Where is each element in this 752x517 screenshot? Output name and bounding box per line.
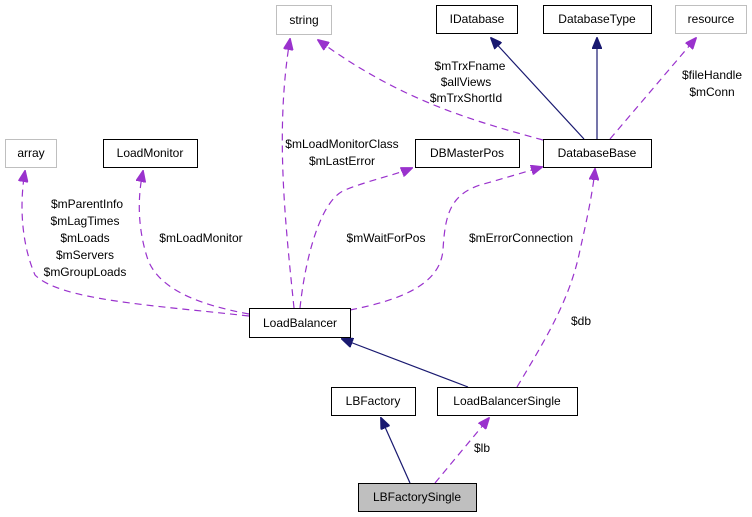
- edge-label-mgrouploads: $mGroupLoads: [44, 265, 127, 279]
- edge-label-mparentinfo: $mParentInfo: [51, 197, 123, 211]
- node-lbfactory[interactable]: LBFactory: [331, 387, 416, 416]
- edge-loadbalancer-dbmasterpos: [299, 168, 412, 309]
- node-idatabase[interactable]: IDatabase: [436, 5, 518, 34]
- node-databasebase[interactable]: DatabaseBase: [543, 139, 652, 168]
- node-label: LBFactory: [346, 394, 401, 408]
- edge-databasebase-string: [318, 40, 544, 141]
- edge-label-mservers: $mServers: [56, 248, 114, 262]
- edge-loadbalancersingle-loadbalancer: [342, 339, 469, 388]
- edge-loadbalancer-databasebase: [349, 167, 542, 311]
- edge-label-mlasterror: $mLastError: [309, 154, 375, 168]
- edge-label-mtrxshortid: $mTrxShortId: [430, 91, 502, 105]
- edge-label-mlagtimes: $mLagTimes: [51, 214, 120, 228]
- node-label: string: [289, 13, 318, 27]
- node-databasetype[interactable]: DatabaseType: [543, 5, 652, 34]
- edge-loadbalancer-array: [22, 171, 250, 317]
- edge-label-allviews: $allViews: [441, 75, 491, 89]
- edge-loadbalancersingle-databasebase: [516, 169, 595, 388]
- edge-label-filehandle: $fileHandle: [682, 68, 742, 82]
- node-resource[interactable]: resource: [675, 5, 747, 34]
- node-label: LoadBalancer: [263, 316, 337, 330]
- edge-label-mloadmonitorclass: $mLoadMonitorClass: [285, 137, 398, 151]
- node-label: IDatabase: [450, 12, 505, 26]
- node-label: LoadMonitor: [117, 146, 184, 160]
- node-label: DatabaseType: [558, 12, 636, 26]
- node-lbfactorysingle[interactable]: LBFactorySingle: [358, 483, 477, 512]
- edge-label-db: $db: [571, 314, 591, 328]
- node-array[interactable]: array: [5, 139, 57, 168]
- edge-lbfactorysingle-loadbalancersingle: [434, 418, 489, 484]
- edge-label-mloads: $mLoads: [60, 231, 109, 245]
- edge-label-mconn: $mConn: [689, 85, 734, 99]
- node-label: LoadBalancerSingle: [453, 394, 561, 408]
- edge-databasebase-resource: [609, 38, 696, 140]
- node-dbmasterpos[interactable]: DBMasterPos: [415, 139, 520, 168]
- node-loadbalancer[interactable]: LoadBalancer: [249, 308, 351, 338]
- edge-lbfactorysingle-lbfactory: [381, 418, 411, 484]
- node-label: array: [17, 146, 44, 160]
- node-loadbalancersingle[interactable]: LoadBalancerSingle: [437, 387, 578, 416]
- node-loadmonitor[interactable]: LoadMonitor: [103, 139, 198, 168]
- edge-label-mtrxfname: $mTrxFname: [435, 59, 506, 73]
- node-string[interactable]: string: [276, 5, 332, 35]
- node-label: DatabaseBase: [558, 146, 637, 160]
- node-label: LBFactorySingle: [373, 490, 461, 504]
- edge-loadbalancer-string: [281, 39, 295, 309]
- edge-databasebase-idatabase: [491, 38, 585, 140]
- edge-label-merrorconnection: $mErrorConnection: [469, 231, 573, 245]
- edge-loadbalancer-loadmonitor: [139, 171, 250, 315]
- node-label: DBMasterPos: [430, 146, 504, 160]
- edge-label-mloadmonitor: $mLoadMonitor: [159, 231, 242, 245]
- edge-label-lb: $lb: [474, 441, 490, 455]
- edge-label-mwaitforpos: $mWaitForPos: [347, 231, 426, 245]
- node-label: resource: [688, 12, 735, 26]
